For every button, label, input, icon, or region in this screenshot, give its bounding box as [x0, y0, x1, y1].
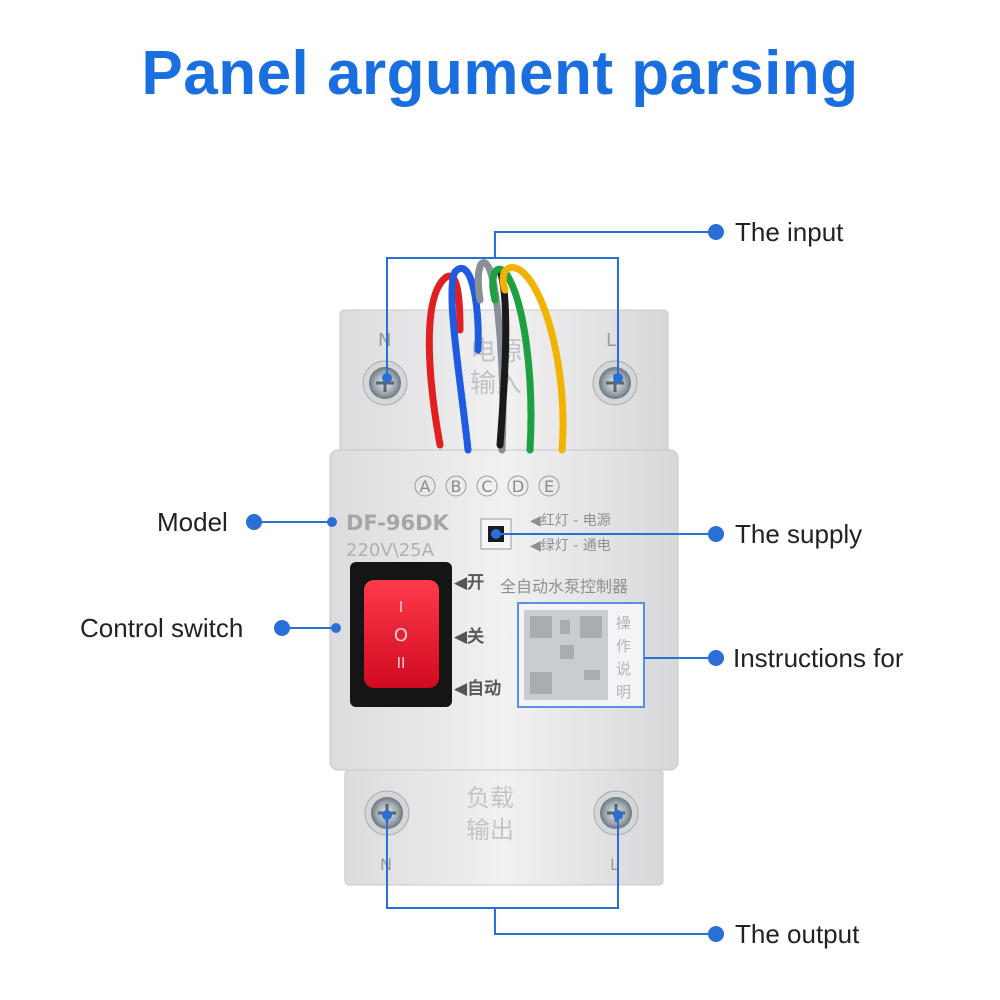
indicator-green-label: ◀绿灯 - 通电 [530, 538, 611, 554]
input-bracket-line [386, 231, 716, 378]
switch-symbol-on: I [399, 598, 403, 616]
top-left-screw-icon [362, 360, 408, 406]
qr-side-text-2: 作 [616, 637, 631, 655]
bottom-terminal-left-label: N [380, 855, 392, 874]
bottom-label-2: 输出 [466, 816, 514, 844]
callout-control-switch: Control switch [80, 613, 244, 643]
switch-symbol-off: O [394, 625, 408, 646]
probe-label-c: C [481, 477, 492, 496]
probe-label-a: A [420, 477, 431, 496]
qr-pattern [530, 616, 602, 694]
callout-model: Model [157, 507, 228, 537]
top-right-screw-icon [592, 360, 638, 406]
output-bracket-line [386, 815, 716, 935]
callout-output: The output [735, 919, 860, 949]
qr-side-text-4: 明 [616, 683, 631, 701]
probe-labels: A B C D E [414, 475, 560, 497]
model-line-1: DF-96DK [346, 511, 450, 535]
top-terminal-left-label: N [378, 330, 391, 351]
switch-symbol-auto: II [397, 654, 406, 672]
callout-instructions: Instructions for [733, 643, 904, 673]
callout-supply: The supply [735, 519, 863, 549]
qr-side-text-3: 说 [616, 660, 631, 678]
indicator-red-label: ◀红灯 - 电源 [530, 513, 611, 529]
bottom-terminal-right-label: L [610, 855, 619, 874]
callout-input: The input [735, 217, 844, 247]
callout-dots [246, 224, 724, 942]
top-module-label-2: 输入 [470, 369, 522, 399]
callout-lines [254, 231, 716, 935]
product-name: 全自动水泵控制器 [500, 577, 628, 596]
rocker-switch[interactable] [364, 580, 439, 688]
top-terminal-right-label: L [606, 330, 616, 351]
probe-label-b: B [451, 477, 462, 496]
switch-auto-label: ◀自动 [454, 678, 501, 699]
model-line-2: 220V\25A [346, 540, 435, 561]
qr-side-text-1: 操 [616, 614, 631, 632]
switch-on-label: ◀开 [454, 573, 484, 593]
switch-off-label: ◀关 [454, 626, 484, 647]
bottom-terminal-module [344, 769, 664, 886]
probe-label-d: D [512, 477, 524, 496]
bottom-label-1: 负载 [466, 784, 514, 812]
probe-label-e: E [544, 477, 554, 496]
probe-wires [425, 259, 567, 454]
page-title: Panel argument parsing [141, 39, 859, 108]
